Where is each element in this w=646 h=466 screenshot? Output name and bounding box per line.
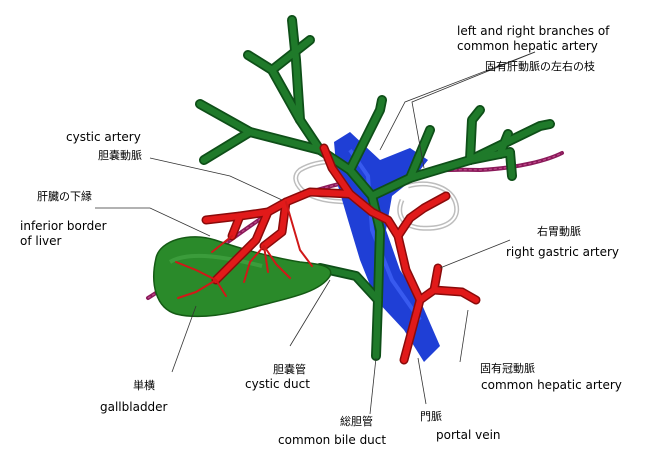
arteries [175,143,481,365]
bile-ducts [195,15,555,361]
label-cystic-artery-en: cystic artery [66,130,141,144]
leader-lines [95,51,536,415]
label-hepatic-branches-en-1: left and right branches of [457,24,610,38]
label-inferior-border-en-1: inferior border [20,219,107,233]
gallbladder [153,236,332,318]
label-hepatic-branches-jp: 固有肝動脈の左右の枝 [485,59,595,73]
label-inferior-border-jp: 肝臓の下縁 [37,189,92,203]
label-right-gastric-jp: 右胃動脈 [537,224,581,238]
label-common-bile-en: common bile duct [278,433,386,447]
labels: left and right branches of common hepati… [20,24,622,447]
label-common-bile-jp: 総胆管 [340,414,373,428]
label-portal-vein-jp: 門脈 [420,409,442,423]
label-common-hepatic-jp: 固有冠動脈 [480,361,535,375]
label-cystic-artery-jp: 胆嚢動脈 [98,148,142,162]
label-cystic-duct-en: cystic duct [245,377,310,391]
label-gallbladder-jp: 単横 [133,378,155,392]
label-inferior-border-en-2: of liver [20,234,62,248]
label-common-hepatic-en: common hepatic artery [481,378,622,392]
label-right-gastric-en: right gastric artery [506,245,619,259]
label-gallbladder-en: gallbladder [100,400,168,414]
label-portal-vein-en: portal vein [436,428,501,442]
label-cystic-duct-jp: 胆嚢管 [273,362,306,376]
label-hepatic-branches-en-2: common hepatic artery [457,39,598,53]
